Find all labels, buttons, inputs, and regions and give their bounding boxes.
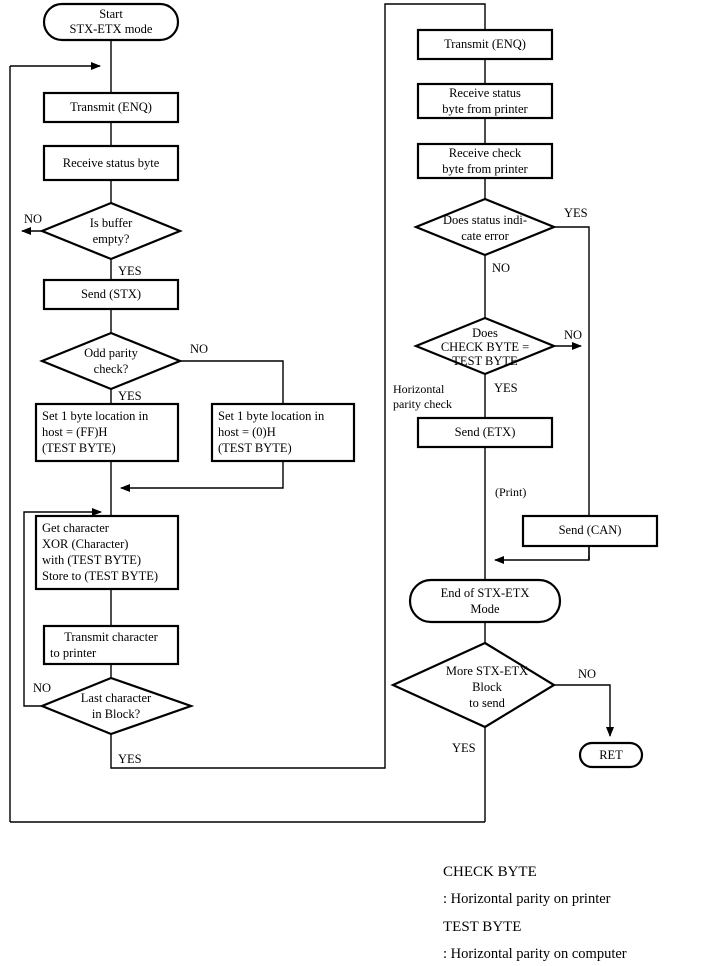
legend: CHECK BYTE : Horizontal parity on printe…: [443, 864, 627, 962]
node-is-buffer-empty-line2: empty?: [93, 232, 130, 246]
connector-lastchar-yes: [110, 3, 486, 769]
node-transmit-character-line2: to printer: [50, 646, 97, 660]
node-set-test-byte-ff-line3: (TEST BYTE): [42, 441, 116, 455]
node-get-character-line3: with (TEST BYTE): [42, 553, 141, 567]
node-check-byte-equals-test-byte[interactable]: Does CHECK BYTE = TEST BYTE: [413, 316, 557, 376]
edge-label-buffer-no: NO: [24, 212, 42, 226]
legend-desc-0: : Horizontal parity on printer: [443, 891, 611, 907]
node-transmit-character[interactable]: Transmit character to printer: [42, 624, 180, 666]
edge-label-buffer-yes: YES: [118, 264, 142, 278]
node-does-status-error-line2: cate error: [461, 229, 509, 243]
node-is-buffer-empty[interactable]: Is buffer empty?: [39, 201, 183, 261]
node-more-stx-etx-blocks[interactable]: More STX-ETX Block to send: [390, 641, 557, 729]
node-ret[interactable]: RET: [578, 741, 644, 769]
node-more-blocks-line2: Block: [472, 680, 503, 694]
annotation-horizontal-parity-line1: Horizontal: [393, 382, 445, 396]
edge-label-more-no: NO: [578, 667, 596, 681]
node-receive-status-printer-line1: Receive status: [449, 86, 521, 100]
connector-parity-no: [180, 360, 284, 404]
edge-label-parity-yes: YES: [118, 389, 142, 403]
node-transmit-enq-right[interactable]: Transmit (ENQ): [416, 28, 554, 61]
edge-label-status-no: NO: [492, 261, 510, 275]
node-transmit-enq-right-label: Transmit (ENQ): [444, 37, 526, 51]
edge-label-check-yes: YES: [494, 381, 518, 395]
node-set-test-byte-zero-line3: (TEST BYTE): [218, 441, 292, 455]
node-is-buffer-empty-line1: Is buffer: [90, 216, 133, 230]
node-send-stx-label: Send (STX): [81, 287, 141, 301]
connector-layer: [9, 3, 614, 823]
node-last-character-in-block[interactable]: Last character in Block?: [39, 676, 195, 736]
node-receive-status-printer-line2: byte from printer: [442, 102, 528, 116]
node-get-character-xor[interactable]: Get character XOR (Character) with (TEST…: [34, 514, 180, 591]
node-get-character-line4: Store to (TEST BYTE): [42, 569, 158, 583]
node-does-status-indicate-error[interactable]: Does status indi- cate error: [413, 197, 557, 257]
node-end-of-stx-etx-mode[interactable]: End of STX-ETX Mode: [408, 578, 562, 624]
legend-desc-1: : Horizontal parity on computer: [443, 946, 627, 962]
node-receive-check-from-printer[interactable]: Receive check byte from printer: [416, 142, 554, 180]
node-send-etx-label: Send (ETX): [455, 425, 516, 439]
node-end-mode-line2: Mode: [470, 602, 500, 616]
node-receive-status-byte-label: Receive status byte: [63, 156, 160, 170]
node-transmit-enq-left-label: Transmit (ENQ): [70, 100, 152, 114]
node-transmit-character-line1: Transmit character: [64, 630, 158, 644]
annotation-print: (Print): [495, 485, 526, 499]
node-odd-parity-check-line2: check?: [94, 362, 129, 376]
node-more-blocks-line1: More STX-ETX: [446, 664, 528, 678]
node-set-test-byte-zero[interactable]: Set 1 byte location in host = (0)H (TEST…: [210, 402, 356, 463]
edge-label-layer: NO YES NO YES NO YES YES NO NO YES NO YE…: [24, 206, 596, 766]
connector-statuserr-yes: [554, 226, 590, 542]
node-start-line1: Start: [99, 7, 123, 21]
node-check-equals-test-line2: CHECK BYTE =: [441, 340, 529, 354]
edge-label-lastchar-yes: YES: [118, 752, 142, 766]
node-send-can-label: Send (CAN): [559, 523, 622, 537]
node-start-line2: STX-ETX mode: [70, 22, 153, 36]
node-odd-parity-check-line1: Odd parity: [84, 346, 139, 360]
node-ret-label: RET: [599, 748, 623, 762]
node-receive-status-byte[interactable]: Receive status byte: [42, 144, 180, 182]
node-set-test-byte-ff-line1: Set 1 byte location in: [42, 409, 149, 423]
connector-setzero-merge: [120, 461, 284, 492]
legend-term-0: CHECK BYTE: [443, 864, 537, 880]
node-receive-status-from-printer[interactable]: Receive status byte from printer: [416, 82, 554, 120]
connector-more-no: [554, 684, 614, 737]
connector-send-can-exit: [494, 546, 590, 564]
node-get-character-line1: Get character: [42, 521, 110, 535]
legend-term-1: TEST BYTE: [443, 919, 521, 935]
node-receive-check-printer-line1: Receive check: [449, 146, 522, 160]
node-odd-parity-check[interactable]: Odd parity check?: [39, 331, 183, 391]
edge-label-more-yes: YES: [452, 741, 476, 755]
node-start[interactable]: Start STX-ETX mode: [42, 2, 180, 42]
node-transmit-enq-left[interactable]: Transmit (ENQ): [42, 91, 180, 124]
node-send-can[interactable]: Send (CAN): [521, 514, 659, 548]
node-set-test-byte-zero-line2: host = (0)H: [218, 425, 276, 439]
node-check-equals-test-line3: TEST BYTE: [452, 354, 518, 368]
node-set-test-byte-zero-line1: Set 1 byte location in: [218, 409, 325, 423]
annotation-layer: Horizontal parity check (Print): [393, 382, 526, 499]
node-send-etx[interactable]: Send (ETX): [416, 416, 554, 449]
node-get-character-line2: XOR (Character): [42, 537, 128, 551]
node-last-character-line1: Last character: [81, 691, 152, 705]
node-last-character-line2: in Block?: [92, 707, 141, 721]
edge-label-check-no: NO: [564, 328, 582, 342]
edge-label-parity-no: NO: [190, 342, 208, 356]
node-set-test-byte-ff[interactable]: Set 1 byte location in host = (FF)H (TES…: [34, 402, 180, 463]
edge-label-lastchar-no: NO: [33, 681, 51, 695]
annotation-horizontal-parity-line2: parity check: [393, 397, 452, 411]
connector-lastchar-no: [23, 508, 102, 707]
node-send-stx[interactable]: Send (STX): [42, 278, 180, 311]
edge-label-status-yes: YES: [564, 206, 588, 220]
node-does-status-error-line1: Does status indi-: [443, 213, 527, 227]
node-end-mode-line1: End of STX-ETX: [441, 586, 530, 600]
node-set-test-byte-ff-line2: host = (FF)H: [42, 425, 107, 439]
node-check-equals-test-line1: Does: [472, 326, 498, 340]
node-more-blocks-line3: to send: [469, 696, 506, 710]
node-receive-check-printer-line2: byte from printer: [442, 162, 528, 176]
